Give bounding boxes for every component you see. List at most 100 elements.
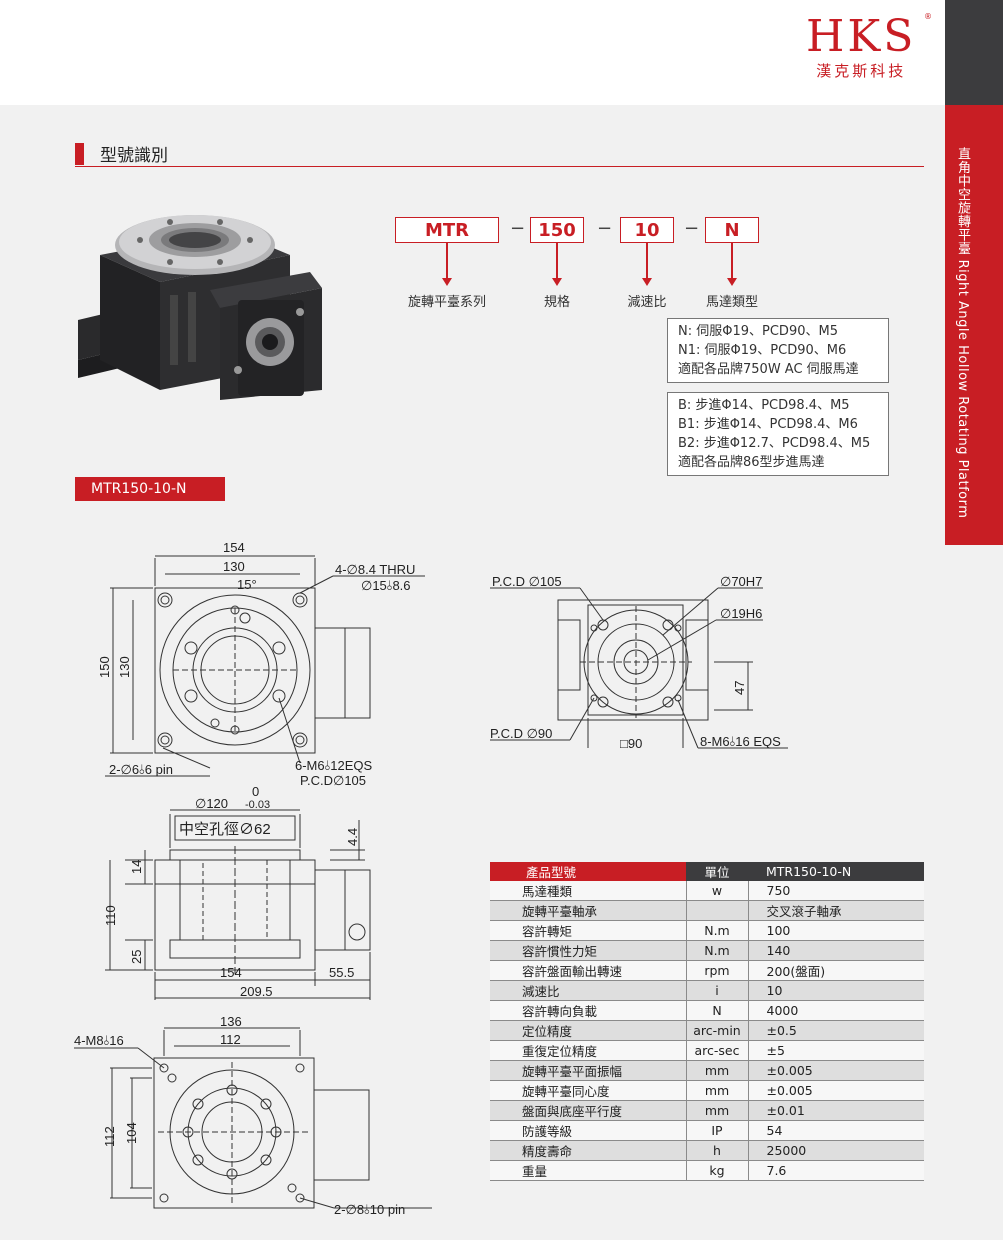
dim-label: 4-∅8.4 THRU xyxy=(335,562,415,577)
stepper-notes: B: 步進Φ14、PCD98.4、M5 B1: 步進Φ14、PCD98.4、M6… xyxy=(667,392,889,476)
spec-unit: N.m xyxy=(685,940,749,961)
drawing-flange-view: P.C.D ∅105 ∅70H7 ∅19H6 47 P.C.D ∅90 □90 … xyxy=(490,574,788,751)
code-arrow xyxy=(442,243,452,286)
spec-param: 重復定位精度 xyxy=(490,1040,686,1061)
dim-label: P.C.D ∅105 xyxy=(492,574,562,589)
note-line: B1: 步進Φ14、PCD98.4、M6 xyxy=(678,417,858,432)
code-size: 150 xyxy=(530,217,584,243)
drawing-top-view: 154 130 15° 4-∅8.4 THRU ∅15⫰8.6 2-∅6⫰6 p… xyxy=(97,540,425,788)
note-line: B: 步進Φ14、PCD98.4、M5 xyxy=(678,398,850,413)
dim-label: 47 xyxy=(732,681,747,695)
spec-param: 減速比 xyxy=(490,980,686,1001)
dim-label: 110 xyxy=(103,905,118,926)
spec-unit: arc-min xyxy=(685,1020,749,1041)
code-arrow xyxy=(642,243,652,286)
spec-value: 54 xyxy=(748,1120,924,1141)
section-label: 型號識別 xyxy=(100,146,168,166)
dim-label: 14 xyxy=(129,860,144,874)
dim-label: 112 xyxy=(102,1126,117,1147)
spec-unit: w xyxy=(685,881,749,901)
logo-mark: HKS xyxy=(806,11,917,62)
spec-header-row: 產品型號 單位 MTR150-10-N xyxy=(490,862,924,881)
logo-subtitle: 漢克斯科技 xyxy=(816,62,907,80)
spec-unit: i xyxy=(685,980,749,1001)
code-series: MTR xyxy=(395,217,499,243)
spec-param: 盤面與底座平行度 xyxy=(490,1100,686,1121)
spec-value: 750 xyxy=(748,881,924,901)
spec-param: 定位精度 xyxy=(490,1020,686,1041)
spec-unit xyxy=(685,900,749,921)
page-header: HKS ® 漢克斯科技 xyxy=(0,0,945,105)
spec-unit: mm xyxy=(685,1080,749,1101)
dim-label: 130 xyxy=(117,656,132,678)
dim-label: 6-M6⫰12EQS xyxy=(295,758,373,773)
spec-value: ±0.5 xyxy=(748,1020,924,1041)
spec-unit: IP xyxy=(685,1120,749,1141)
spec-header-model: 產品型號 xyxy=(490,862,686,881)
spec-param: 容許轉向負載 xyxy=(490,1000,686,1021)
spec-unit: kg xyxy=(685,1160,749,1181)
side-tab xyxy=(945,105,1003,545)
dim-label: 中空孔徑∅62 xyxy=(179,821,271,838)
note-line: 適配各品牌86型步進馬達 xyxy=(678,455,825,470)
drawing-bottom-view: 136 112 4-M8⫰16 112 104 2-∅8⫰10 pin xyxy=(74,1014,432,1217)
spec-param: 容許轉矩 xyxy=(490,920,686,941)
spec-value: ±0.005 xyxy=(748,1080,924,1101)
code-arrow xyxy=(552,243,562,286)
note-line: N: 伺服Φ19、PCD90、M5 xyxy=(678,324,838,339)
dim-label: 15° xyxy=(237,577,257,592)
spec-header-value: MTR150-10-N xyxy=(748,862,924,881)
spec-unit: N.m xyxy=(685,920,749,941)
code-label-motor: 馬達類型 xyxy=(705,295,759,310)
spec-value: ±5 xyxy=(748,1040,924,1061)
spec-unit: mm xyxy=(685,1100,749,1121)
registered-mark: ® xyxy=(924,12,932,21)
spec-unit: arc-sec xyxy=(685,1040,749,1061)
spec-param: 旋轉平臺軸承 xyxy=(490,900,686,921)
side-tab-text: 直角中空旋轉平臺 Right Angle Hollow Rotating Pla… xyxy=(955,147,970,519)
spec-param: 馬達種類 xyxy=(490,881,686,901)
spec-value: 7.6 xyxy=(748,1160,924,1181)
code-label-ratio: 減速比 xyxy=(627,295,667,310)
spec-value: 100 xyxy=(748,920,924,941)
dim-label: 150 xyxy=(97,656,112,678)
note-line: 適配各品牌750W AC 伺服馬達 xyxy=(678,362,859,377)
drawing-front-view: 0 ∅120 -0.03 中空孔徑∅62 4.4 14 110 25 154 5… xyxy=(103,786,371,1000)
spec-param: 容許盤面輸出轉速 xyxy=(490,960,686,981)
code-label-size: 規格 xyxy=(543,295,571,310)
model-tag: MTR150-10-N xyxy=(75,477,225,501)
dim-label: 2-∅6⫰6 pin xyxy=(109,762,173,777)
spec-value: ±0.01 xyxy=(748,1100,924,1121)
dim-label: ∅120 xyxy=(195,796,228,811)
table-row: 旋轉平臺軸承交叉滾子軸承 xyxy=(490,900,924,921)
code-separator: − xyxy=(684,218,700,239)
code-separator: − xyxy=(597,218,613,239)
spec-value: 10 xyxy=(748,980,924,1001)
side-tab-dark xyxy=(945,0,1003,105)
spec-param: 旋轉平臺平面振幅 xyxy=(490,1060,686,1081)
section-bar xyxy=(75,142,84,165)
code-ratio: 10 xyxy=(620,217,674,243)
spec-value: 200(盤面) xyxy=(748,960,924,981)
spec-param: 旋轉平臺同心度 xyxy=(490,1080,686,1101)
dim-label: 130 xyxy=(223,559,245,574)
dim-label: 112 xyxy=(220,1032,241,1047)
spec-unit: mm xyxy=(685,1060,749,1081)
section-divider xyxy=(75,166,924,167)
spec-param: 防護等級 xyxy=(490,1120,686,1141)
section-title: 型號識別 xyxy=(75,141,168,166)
code-motor: N xyxy=(705,217,759,243)
spec-param: 容許慣性力矩 xyxy=(490,940,686,961)
